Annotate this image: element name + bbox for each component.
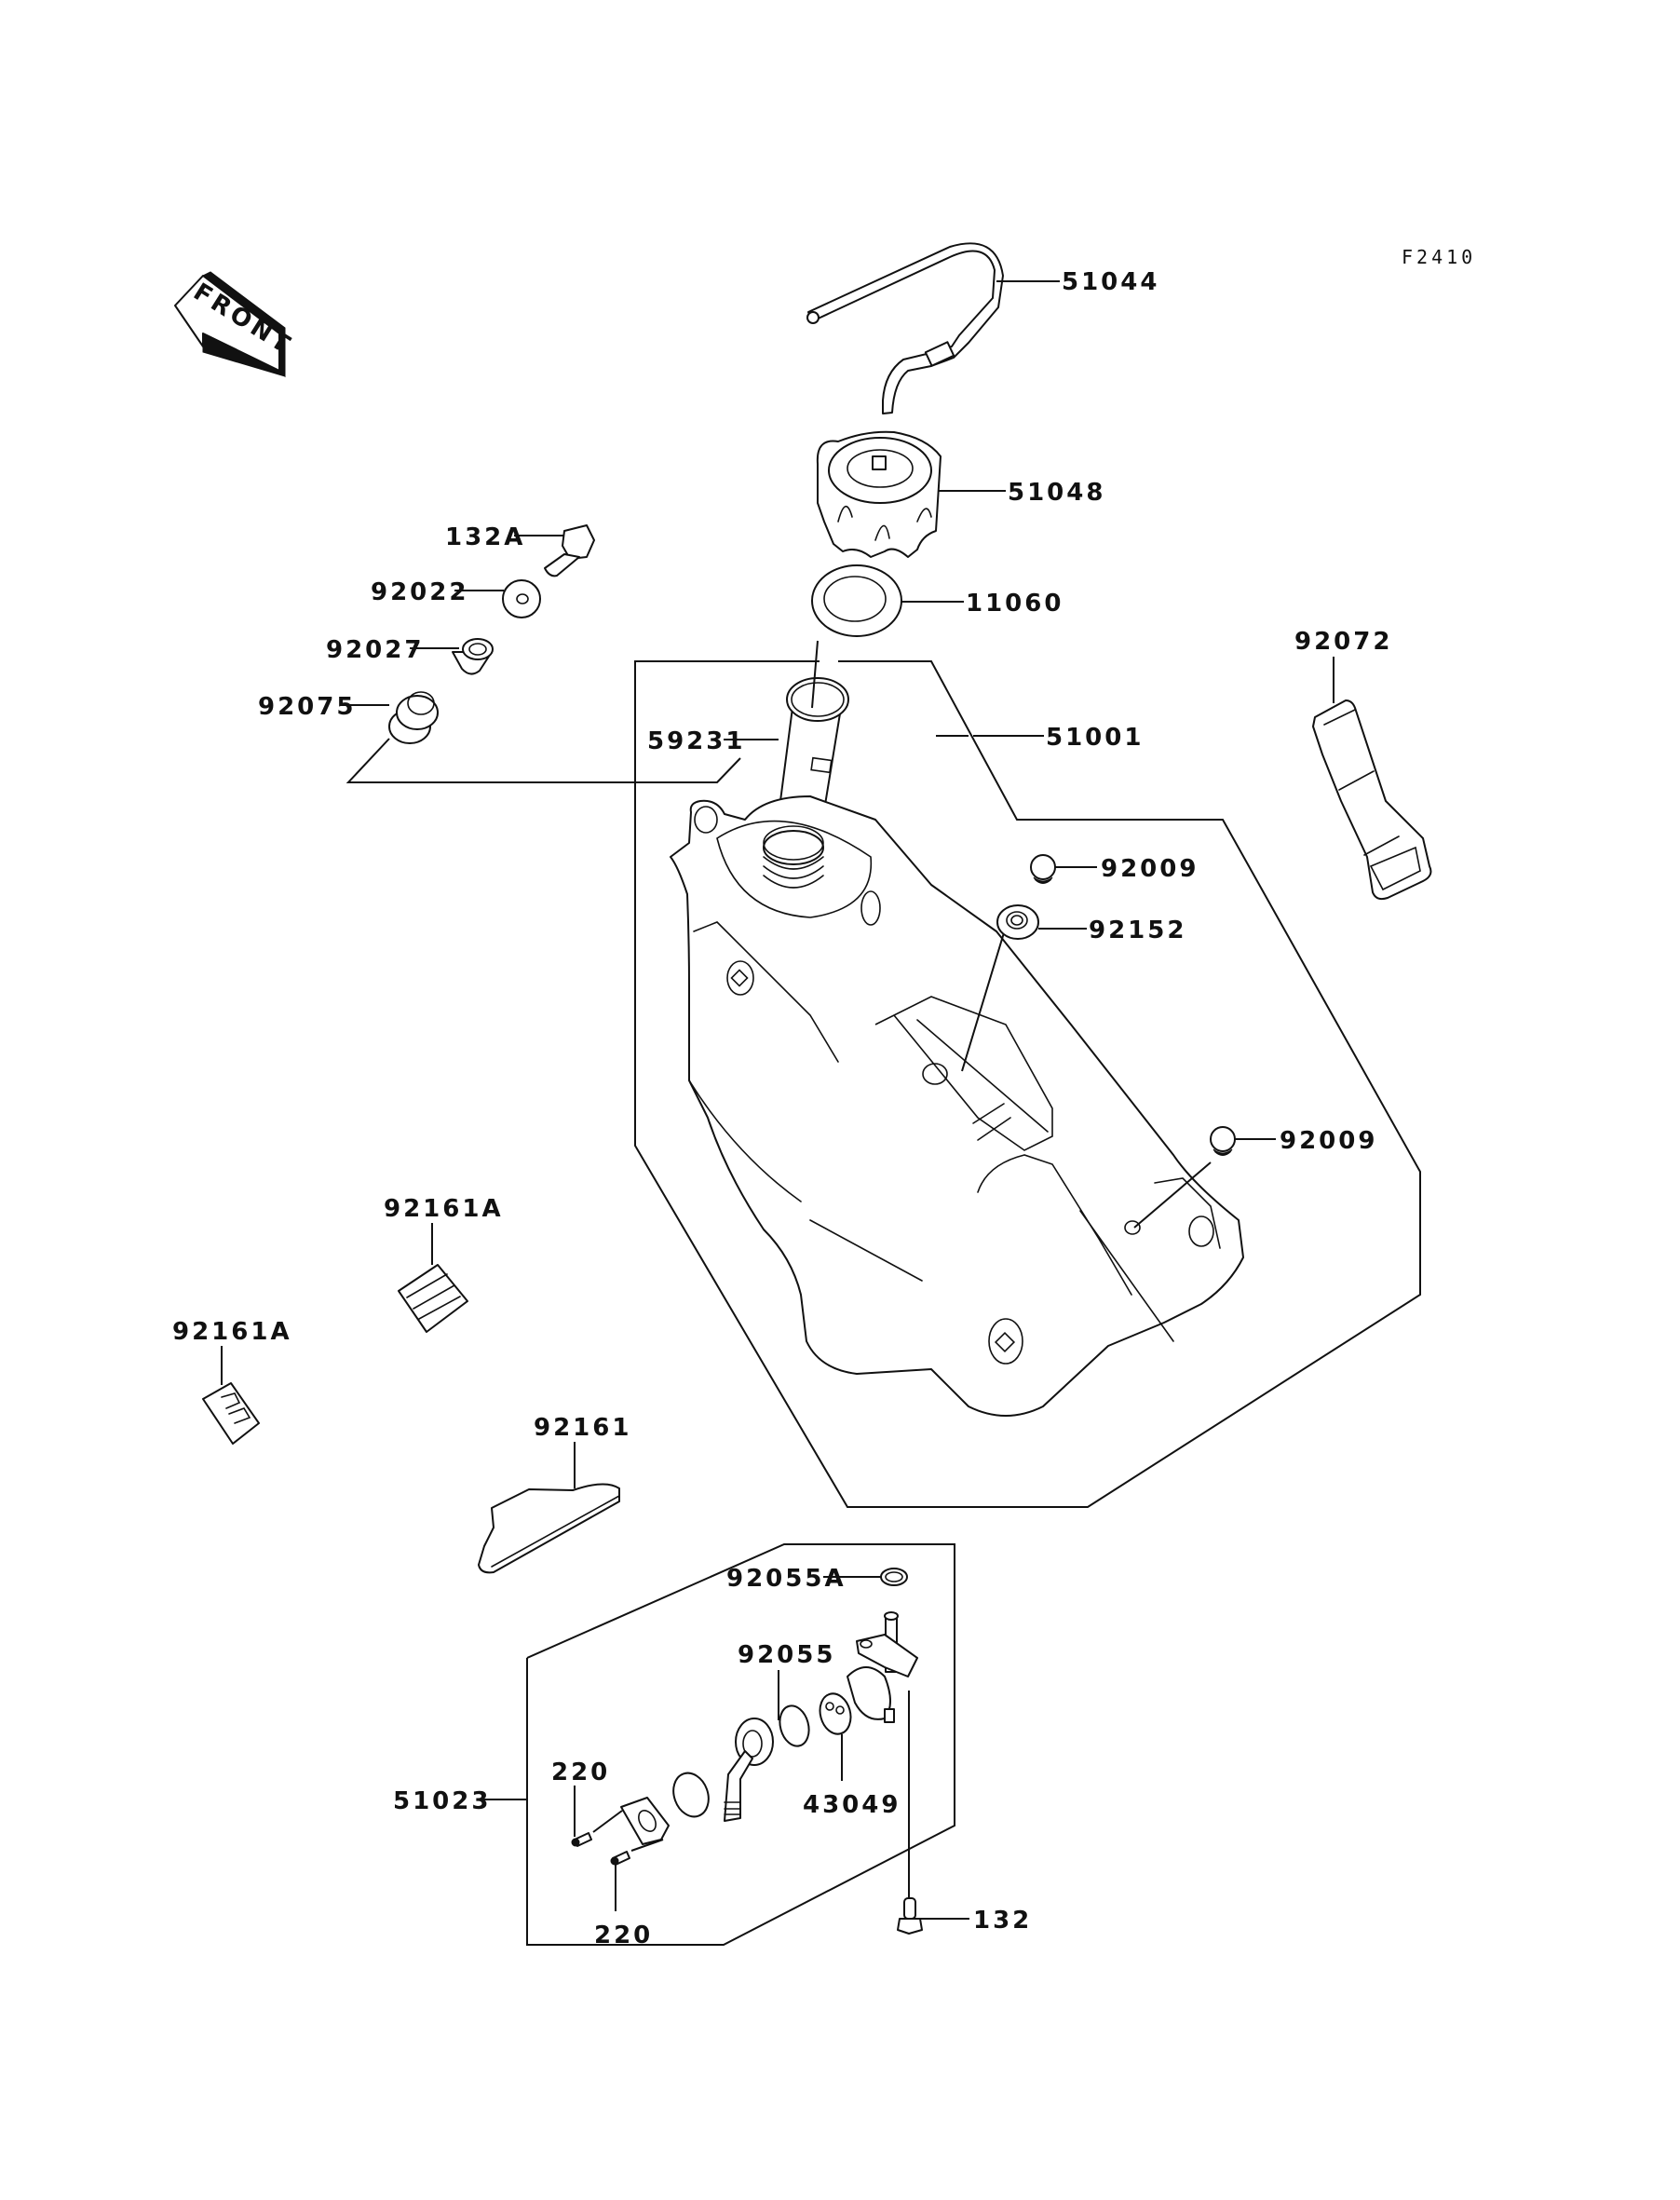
callout-11060: 11060 — [966, 590, 1064, 618]
callout-92152: 92152 — [1089, 917, 1186, 944]
callout-92161a-lower: 92161A — [172, 1318, 292, 1346]
cap-gasket-part[interactable] — [811, 564, 902, 637]
bolt-132a-part[interactable] — [544, 524, 595, 577]
callout-92075: 92075 — [258, 693, 356, 721]
front-arrow-icon: FRONT — [174, 271, 297, 378]
callout-220-upper: 220 — [551, 1759, 610, 1786]
damper-92161-part[interactable] — [478, 1483, 620, 1574]
callout-220-lower: 220 — [594, 1922, 653, 1949]
grommet-92075-part[interactable] — [388, 691, 439, 744]
callout-51023: 51023 — [393, 1787, 491, 1815]
figure-code: F2410 — [1402, 246, 1476, 268]
bolt-132-part[interactable] — [897, 1897, 923, 1935]
filler-strainer-part[interactable] — [779, 677, 849, 813]
callout-59231: 59231 — [647, 727, 745, 755]
strap-part[interactable] — [1312, 699, 1432, 901]
callout-51044: 51044 — [1062, 268, 1159, 296]
callout-132: 132 — [973, 1907, 1032, 1935]
grommet-92152-part[interactable] — [996, 904, 1039, 940]
fuel-cock-body-part[interactable] — [847, 1611, 918, 1723]
o-ring-lever-part[interactable] — [668, 1768, 714, 1821]
callout-92161: 92161 — [534, 1414, 631, 1442]
callout-51001: 51001 — [1046, 724, 1144, 752]
callout-43049: 43049 — [803, 1791, 901, 1819]
damper-92161a-lower-part[interactable] — [202, 1382, 260, 1445]
washer-part[interactable] — [502, 579, 541, 618]
callout-92161a-upper: 92161A — [384, 1195, 504, 1223]
callout-92009-lower: 92009 — [1280, 1127, 1377, 1155]
cap-92009-lower-part[interactable] — [1210, 1126, 1236, 1156]
o-ring-92055a-part[interactable] — [880, 1568, 908, 1586]
gasket-43049-part[interactable] — [816, 1691, 855, 1738]
callout-51048: 51048 — [1008, 479, 1105, 507]
callout-92009-upper: 92009 — [1101, 855, 1199, 883]
callout-92055a: 92055A — [726, 1565, 847, 1593]
collar-part[interactable] — [452, 638, 494, 675]
callout-92055: 92055 — [738, 1641, 835, 1669]
callout-92027: 92027 — [326, 636, 424, 664]
screw-220-lower-part[interactable] — [610, 1851, 630, 1866]
hose-part[interactable] — [806, 242, 1004, 414]
fuel-cock-lever-part[interactable] — [724, 1718, 774, 1822]
o-ring-92055-part[interactable] — [776, 1703, 813, 1749]
fuel-cap-part[interactable] — [816, 430, 942, 558]
fuel-tank-part[interactable] — [670, 795, 1244, 1417]
damper-92161a-upper-part[interactable] — [398, 1264, 468, 1333]
screw-220-upper-part[interactable] — [571, 1832, 592, 1847]
callout-132a: 132A — [445, 523, 525, 551]
callout-92072: 92072 — [1294, 628, 1392, 656]
callout-92022: 92022 — [371, 578, 468, 606]
cap-92009-upper-part[interactable] — [1030, 854, 1056, 884]
fuel-cock-plate-part[interactable] — [620, 1797, 670, 1845]
